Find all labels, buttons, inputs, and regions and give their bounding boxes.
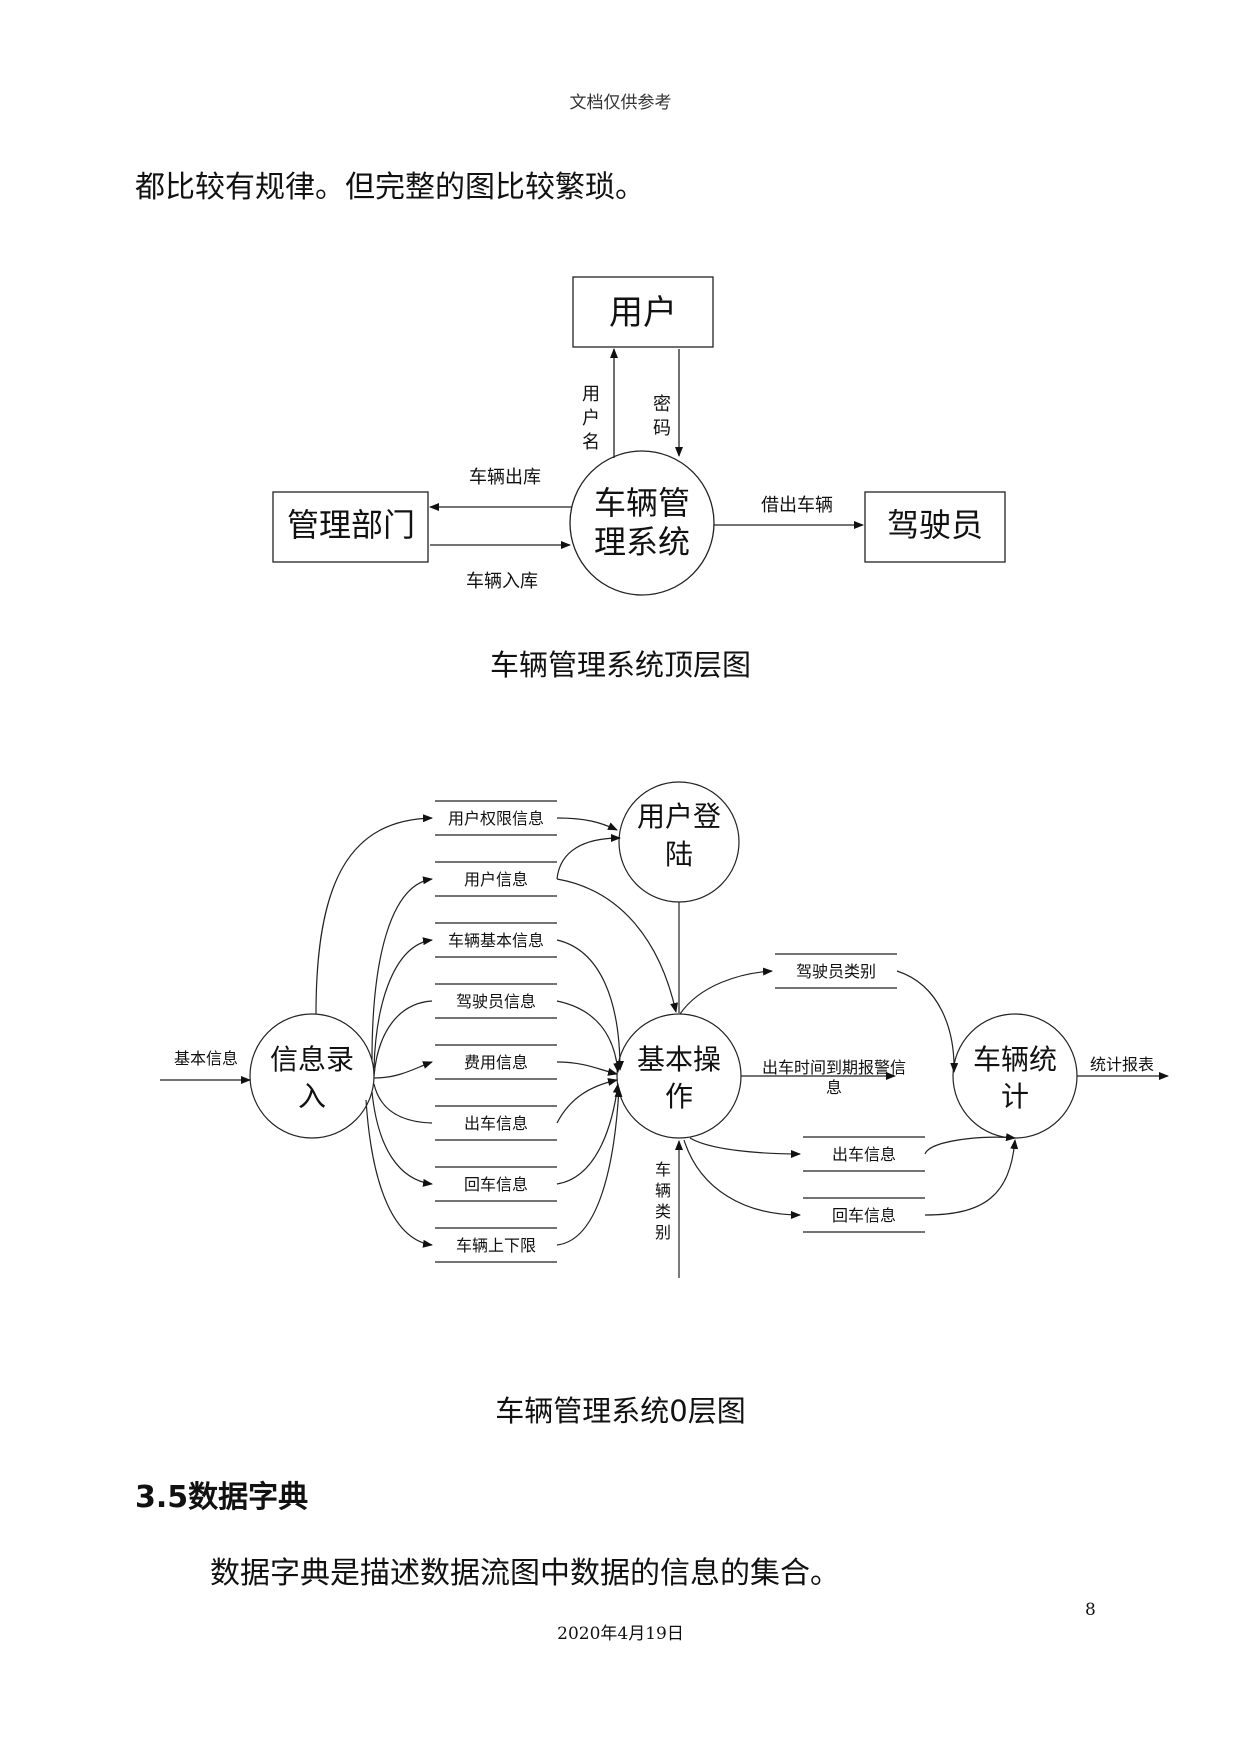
store-userinfo (435, 861, 557, 897)
flow-userinfo-login (556, 834, 621, 880)
label-user: 用户 (609, 293, 677, 333)
label-system-line2: 理系统 (594, 523, 690, 561)
entity-mgmt-dept (272, 491, 429, 563)
label-flow-lend: 借出车辆 (761, 495, 833, 516)
label-username-2: 户 (582, 408, 600, 429)
diagram1-caption: 车辆管理系统顶层图 (489, 648, 751, 682)
label-login-line2: 陆 (665, 838, 693, 871)
label-store-perm: 用户权限信息 (448, 809, 544, 828)
flow-limits-basic (556, 1087, 623, 1246)
flow-entry-limits (365, 1099, 433, 1248)
intro-paragraph: 都比较有规律。但完整的图比较繁琐。 (135, 170, 645, 205)
label-store-driver-type: 驾驶员类别 (796, 962, 876, 981)
flow-fee-basic (556, 1061, 618, 1076)
label-vtype-1: 车 (655, 1160, 671, 1179)
flow-driver-type-stats (896, 970, 959, 1073)
entity-driver (864, 491, 1006, 563)
flow-entry-perm (315, 814, 433, 1015)
flow-driver-info-basic (556, 1000, 622, 1073)
label-basic-line1: 基本操 (637, 1043, 721, 1076)
label-flow-in: 车辆入库 (466, 571, 538, 592)
store-out (435, 1105, 557, 1141)
label-username-1: 用 (582, 384, 600, 405)
store-fee (435, 1044, 557, 1080)
label-vtype-4: 别 (655, 1223, 671, 1242)
page-number: 8 (1085, 1600, 1096, 1620)
label-store-back2: 回车信息 (832, 1206, 896, 1225)
label-password-1: 密 (653, 394, 671, 415)
flow-entry-vehicle-basic (373, 937, 433, 1069)
store-limits (435, 1227, 557, 1263)
label-login-line1: 用户登 (637, 800, 721, 833)
flow-back2-stats (924, 1139, 1019, 1216)
diagram-top-level-labels: 用户 管理部门 驾驶员 车辆管 理系统 用 户 名 密 码 车辆出库 车辆入库 … (287, 293, 983, 592)
flow-userinfo-basic (556, 878, 678, 1013)
label-store-fee: 费用信息 (464, 1053, 528, 1072)
store-back (435, 1166, 557, 1202)
process-entry (249, 1013, 375, 1139)
store-driver-type (775, 953, 897, 989)
store-back2 (803, 1197, 925, 1233)
process-stats (952, 1013, 1078, 1139)
label-entry-line1: 信息录 (270, 1043, 354, 1076)
store-out2 (803, 1136, 925, 1172)
label-store-userinfo: 用户信息 (464, 870, 528, 889)
section-title: 3.5数据字典 (135, 1480, 309, 1515)
label-mgmt-dept: 管理部门 (287, 506, 415, 544)
label-stats-line2: 计 (1001, 1080, 1029, 1113)
label-store-back: 回车信息 (464, 1175, 528, 1194)
flow-entry-out (373, 1083, 433, 1124)
flow-back-basic (556, 1083, 621, 1185)
process-basic (616, 1013, 742, 1139)
section-paragraph: 数据字典是描述数据流图中数据的信息的集合。 (210, 1556, 840, 1591)
flow-basic-out2 (689, 1137, 801, 1158)
label-basic-line2: 作 (665, 1080, 693, 1113)
label-vtype-3: 类 (655, 1202, 671, 1221)
label-flow-report: 统计报表 (1090, 1055, 1154, 1074)
flow-entry-userinfo (371, 876, 433, 1061)
footer-date: 2020年4月19日 (557, 1624, 684, 1644)
flow-vehicle-basic-basic (556, 939, 624, 1071)
diagram-level-0-labels: 用户登 陆 信息录 入 基本操 作 车辆统 计 用户权限信息 用户信息 车辆基本… (174, 800, 1154, 1255)
entity-user (572, 276, 714, 348)
label-flow-alarm-line1: 出车时间到期报警信 (762, 1058, 906, 1077)
flow-out-basic (556, 1078, 618, 1124)
flow-basic-back2 (683, 1139, 801, 1219)
process-system (569, 450, 715, 596)
store-driver-info (435, 983, 557, 1019)
flow-basic-driver-type (679, 967, 773, 1015)
flow-entry-driver-info (373, 1000, 433, 1077)
label-driver: 驾驶员 (887, 506, 983, 544)
label-store-vehicle-basic: 车辆基本信息 (448, 931, 544, 950)
label-vtype-2: 辆 (655, 1181, 671, 1200)
store-vehicle-basic (435, 922, 557, 958)
diagram-top-level (272, 276, 1006, 596)
label-flow-alarm-line2: 息 (826, 1078, 842, 1097)
label-flow-basic-info: 基本信息 (174, 1049, 238, 1068)
label-store-out: 出车信息 (464, 1114, 528, 1133)
label-store-out2: 出车信息 (832, 1145, 896, 1164)
label-store-limits: 车辆上下限 (456, 1236, 536, 1255)
flow-entry-fee (373, 1061, 433, 1079)
label-username-3: 名 (582, 432, 600, 453)
diagram-level-0 (160, 781, 1169, 1278)
label-store-driver-info: 驾驶员信息 (456, 992, 536, 1011)
label-system-line1: 车辆管 (594, 484, 690, 522)
label-stats-line1: 车辆统 (973, 1043, 1057, 1076)
store-perm (435, 800, 557, 836)
label-entry-line2: 入 (298, 1080, 326, 1113)
flow-perm-login (556, 817, 618, 831)
label-flow-out: 车辆出库 (469, 467, 541, 488)
flow-entry-back (371, 1091, 433, 1187)
label-password-2: 码 (653, 418, 671, 439)
diagram2-caption: 车辆管理系统0层图 (495, 1394, 746, 1428)
page-header: 文档仅供参考 (569, 93, 672, 113)
flow-out2-stats (924, 1133, 1016, 1155)
